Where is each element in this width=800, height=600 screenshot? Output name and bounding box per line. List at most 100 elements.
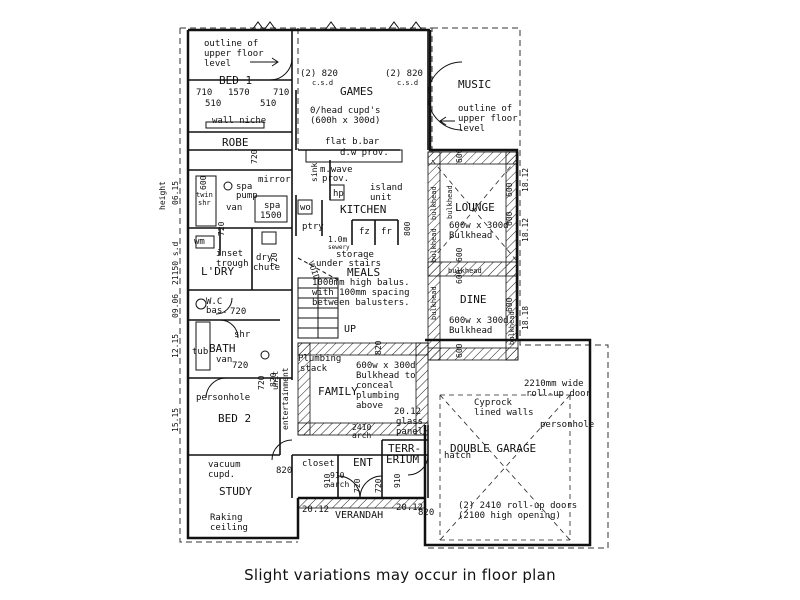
- plan-label-spa2: 1500: [260, 211, 282, 221]
- plan-label-storage2: under stairs: [316, 259, 381, 269]
- plan-label-bulkhead-v1: bulkhead: [430, 186, 438, 220]
- plan-label-bh-family5: above: [356, 401, 383, 411]
- plan-label-plumb1: Plumbing: [298, 354, 341, 364]
- plan-label-van2: van: [216, 355, 232, 365]
- room-verandah: VERANDAH: [335, 510, 383, 521]
- plan-label-bh-family3: conceal: [356, 381, 394, 391]
- plan-notes: outline of upper floor level outline of …: [192, 39, 594, 533]
- door-swings: [205, 57, 463, 499]
- plan-label-rollup1: 2210mm wide: [524, 379, 584, 389]
- plan-label-d600b: 600: [505, 182, 514, 197]
- plan-label-ptry: ptry: [302, 222, 324, 232]
- room-lounge: LOUNGE: [455, 201, 495, 214]
- plan-label-bulkhead-v2: bulkhead: [430, 228, 438, 262]
- plan-label-inset2: trough: [216, 259, 249, 269]
- plan-label-bh-lounge1: 600w x 300d: [449, 221, 509, 231]
- plan-label-wo: wo: [300, 203, 311, 213]
- room-dine: DINE: [460, 293, 487, 306]
- plan-label-side-lbl4: 09.06: [171, 294, 180, 318]
- plan-label-arch2b: arch: [330, 480, 349, 489]
- interior-walls: [188, 30, 429, 498]
- room-meals: MEALS: [347, 266, 380, 279]
- plan-label-garage-doors1: (2) 2410 roll-up doors: [458, 501, 577, 511]
- plan-label-ent-unit2: unit: [271, 371, 280, 390]
- plan-label-d720f: 720: [374, 478, 383, 493]
- plan-label-glass2: glass: [396, 417, 423, 427]
- plan-label-cyprock2: lined walls: [474, 408, 534, 418]
- plan-label-d720b: 720: [230, 307, 246, 317]
- plan-label-spa-pump1: spa: [236, 182, 252, 192]
- arrow-markers: [250, 57, 455, 126]
- plan-label-up: UP: [344, 324, 356, 335]
- plan-label-side-lbl3: 21150 s.d: [171, 241, 180, 285]
- plan-label-arch1a: 2410: [352, 423, 371, 432]
- plan-label-d910b: 910: [393, 473, 402, 488]
- fixtures: [195, 121, 403, 371]
- plan-label-csd1-bot: c.s.d: [312, 79, 333, 87]
- plan-label-dim-710a: 710: [196, 88, 212, 98]
- plan-label-r-lbl3: 18.18: [521, 306, 530, 330]
- plan-label-d600a: 600: [455, 148, 464, 163]
- plan-label-bulkhead-v4: bulkhead: [508, 311, 516, 345]
- plan-label-r-lbl2: 18.12: [521, 218, 530, 242]
- room-family: FAMILY: [318, 385, 358, 398]
- plan-label-twin-shr2: shr: [198, 199, 211, 207]
- plan-label-bh-dine1: 600w x 300d: [449, 316, 509, 326]
- room-bath: BATH: [209, 342, 236, 355]
- plan-label-outline-left-2: upper floor: [204, 49, 264, 59]
- plan-label-d600e: 600: [455, 269, 464, 284]
- plan-label-outline-left-3: level: [204, 59, 231, 69]
- room-kitchen: KITCHEN: [340, 203, 386, 216]
- plan-label-dim-510a: 510: [205, 99, 221, 109]
- plan-label-d820c: 820: [269, 372, 278, 387]
- plan-label-wall-niche: wall niche: [212, 116, 266, 126]
- plan-label-d2012b: 20.12: [396, 503, 423, 513]
- plan-label-bulkhead-h1: bulkhead: [448, 267, 482, 275]
- plan-label-bh-dine2: Bulkhead: [449, 326, 492, 336]
- top-windows: [251, 21, 423, 31]
- room-labels: BED 1 ROBE GAMES MUSIC LOUNGE DINE KITCH…: [201, 74, 536, 521]
- plan-label-d600f: 600: [505, 297, 514, 312]
- side-labels: height 06.15 21150 s.d 09.06 12.15 15.15…: [158, 168, 530, 432]
- plan-label-shr: shr: [234, 330, 251, 340]
- bulkhead-hatching: [297, 151, 519, 509]
- garage-lines: [431, 159, 571, 541]
- room-bed1: BED 1: [219, 74, 252, 87]
- plan-label-fr: fr: [381, 227, 392, 237]
- room-ldry: L'DRY: [201, 265, 234, 278]
- room-music: MUSIC: [458, 78, 491, 91]
- plan-label-bh-lounge2: Bulkhead: [449, 231, 492, 241]
- plan-label-mwave2: prov.: [322, 174, 349, 184]
- plan-label-ohead1: 0/head cupd's: [310, 106, 380, 116]
- plan-label-dim-1570: 1570: [228, 88, 250, 98]
- plan-label-island1: island: [370, 183, 403, 193]
- plan-label-outline-right-3: level: [458, 124, 485, 134]
- plan-label-d910a: 910: [323, 473, 332, 488]
- room-garage: DOUBLE GARAGE: [450, 442, 536, 455]
- plan-label-side-lbl2: 06.15: [171, 181, 180, 205]
- plan-label-inset1: inset: [216, 249, 243, 259]
- plan-label-closet: closet: [302, 459, 335, 469]
- plan-label-balus2: with 100mm spacing: [312, 288, 410, 298]
- plan-label-dw-prov: d.w prov.: [340, 148, 389, 158]
- plan-label-d720e: 720: [353, 478, 362, 493]
- plan-label-bh-family1: 600w x 300d: [356, 361, 416, 371]
- plan-label-side-lbl1: height: [158, 181, 167, 210]
- plan-label-d720d: 720: [270, 252, 279, 267]
- plan-label-csd2-bot: c.s.d: [397, 79, 418, 87]
- room-terrarium-1: TERR-: [388, 442, 421, 455]
- plan-label-storage1: storage: [336, 250, 374, 260]
- plan-label-vacuum1: vacuum: [208, 460, 241, 470]
- plan-label-d820a: 820: [276, 466, 292, 476]
- plan-label-d720c: 720: [232, 361, 248, 371]
- plan-label-fz: fz: [359, 227, 370, 237]
- plan-label-van1: van: [226, 203, 242, 213]
- plan-label-d2012a: 20.12: [302, 505, 329, 515]
- plan-label-balus1: 1000mm high balus.: [312, 278, 410, 288]
- plan-label-cyprock1: Cyprock: [474, 398, 513, 408]
- plan-label-wm: wm: [194, 237, 205, 247]
- plan-label-d800: 800: [403, 221, 412, 236]
- plan-label-arch1b: arch: [352, 431, 371, 440]
- plan-label-outline-right-1: outline of: [458, 104, 512, 114]
- plan-label-d720h: 720: [217, 221, 226, 236]
